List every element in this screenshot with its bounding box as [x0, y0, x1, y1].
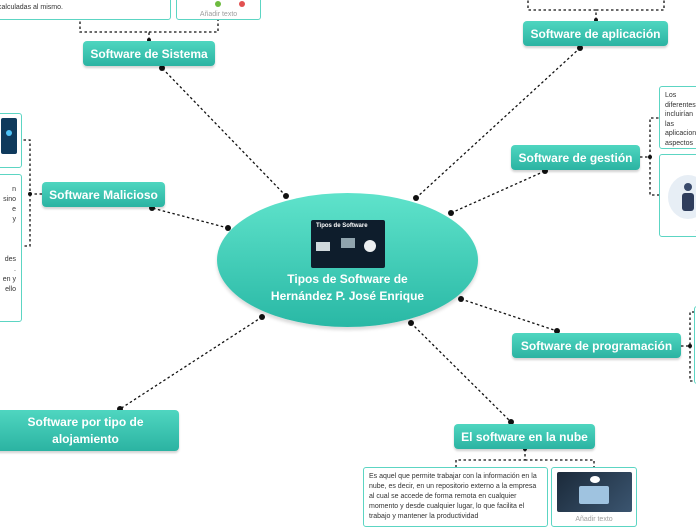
central-topic-title: Tipos de Software de Hernández P. José E…	[270, 272, 425, 303]
malicioso-image-card[interactable]	[0, 113, 22, 168]
add-text-label: Añadir texto	[199, 11, 238, 18]
small-plant-icon	[215, 1, 221, 7]
malicioso-image	[1, 118, 17, 154]
thumbnail-disc-icon	[364, 240, 376, 252]
sistema-note-text: calculadas al mismo.	[0, 4, 63, 11]
shield-icon	[6, 130, 12, 136]
gestion-note-text: Los diferentes incluirían las aplicacion…	[665, 92, 696, 147]
topic-software-malicioso[interactable]: Software Malicioso	[42, 182, 165, 207]
connector-dots	[28, 18, 692, 451]
topic-software-de-programacion[interactable]: Software de programación	[512, 333, 681, 358]
topic-software-de-aplicacion[interactable]: Software de aplicación	[523, 21, 668, 46]
malicioso-note-text: n sino e y des . en y ello	[2, 186, 16, 293]
add-text-label: Añad	[660, 225, 696, 235]
small-red-icon	[239, 1, 245, 7]
gestion-note-card[interactable]: Los diferentes incluirían las aplicacion…	[659, 86, 696, 149]
laptop-icon	[579, 486, 609, 504]
topic-software-de-gestion[interactable]: Software de gestión	[511, 145, 640, 170]
topic-software-por-tipo-de-alojamiento[interactable]: Software por tipo de alojamiento	[0, 410, 179, 451]
person-body-icon	[682, 193, 694, 211]
person-icon	[684, 183, 692, 191]
gestion-image-card[interactable]: Añad	[659, 154, 696, 237]
topic-el-software-en-la-nube[interactable]: El software en la nube	[454, 424, 595, 449]
malicioso-note-card[interactable]: n sino e y des . en y ello	[0, 174, 22, 322]
nube-note-card[interactable]: Es aquel que permite trabajar con la inf…	[363, 467, 548, 527]
thumbnail-window-icon	[316, 242, 330, 251]
central-thumbnail-image: Tipos de Software	[311, 220, 385, 268]
nube-image	[557, 472, 632, 512]
connector-lines	[22, 0, 696, 467]
central-topic[interactable]: Tipos de Software Tipos de Software de H…	[217, 193, 478, 327]
cloud-icon	[590, 476, 600, 483]
topic-software-de-sistema[interactable]: Software de Sistema	[83, 41, 215, 66]
thumbnail-screen-icon	[341, 238, 355, 248]
add-text-label: Añadir texto	[575, 516, 613, 523]
gestion-image	[668, 175, 696, 219]
sistema-image-card[interactable]: Añadir texto	[176, 0, 261, 20]
programacion-note-card[interactable]	[694, 306, 696, 384]
nube-image-card[interactable]: Añadir texto	[551, 467, 637, 527]
nube-note-text: Es aquel que permite trabajar con la inf…	[369, 473, 537, 520]
sistema-note-card[interactable]: calculadas al mismo.	[0, 0, 171, 20]
thumbnail-caption: Tipos de Software	[316, 223, 368, 229]
